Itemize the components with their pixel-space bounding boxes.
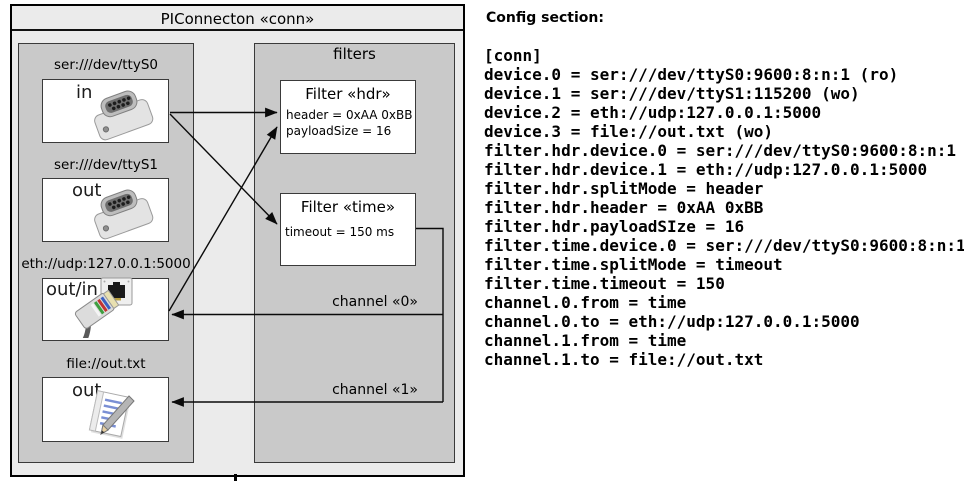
config-line: filter.time.splitMode = timeout: [484, 255, 783, 274]
config-line: filter.hdr.payloadSIze = 16: [484, 217, 745, 236]
filters-group-label: filters: [333, 45, 376, 63]
filter-hdr-attr-header: header = 0xAA 0xBB: [286, 108, 413, 122]
diagram-title: PIConnecton «conn»: [160, 10, 315, 28]
config-line: device.1 = ser:///dev/ttyS1:115200 (wo): [484, 84, 860, 103]
device-url-ttyS0: ser:///dev/ttyS0: [54, 57, 158, 73]
config-line: channel.0.from = time: [484, 293, 687, 312]
device-url-ttyS1: ser:///dev/ttyS1: [54, 157, 158, 173]
config-section-heading: Config section:: [486, 10, 604, 26]
config-line: filter.hdr.splitMode = header: [484, 179, 764, 198]
config-line: device.3 = file://out.txt (wo): [484, 122, 773, 141]
config-line: channel.1.from = time: [484, 331, 687, 350]
filter-hdr-title: Filter «hdr»: [305, 85, 391, 103]
notepad-pencil-icon: [88, 390, 135, 439]
serial-connector-icon: [94, 189, 154, 240]
device-url-eth: eth://udp:127.0.0.1:5000: [21, 256, 191, 272]
config-line: device.0 = ser:///dev/ttyS0:9600:8:n:1 (…: [484, 65, 899, 84]
config-line: filter.hdr.header = 0xAA 0xBB: [484, 198, 764, 217]
filter-time-title: Filter «time»: [300, 198, 396, 216]
device-direction: in: [76, 82, 93, 103]
config-line: filter.hdr.device.0 = ser:///dev/ttyS0:9…: [484, 141, 957, 160]
device-direction: out: [72, 380, 102, 401]
config-line: device.2 = eth://udp:127.0.0.1:5000: [484, 103, 822, 122]
channel-0-label: channel «0»: [332, 294, 418, 310]
filter-box-time: [280, 193, 416, 266]
config-section-body: [conn] device.0 = ser:///dev/ttyS0:9600:…: [484, 46, 964, 369]
device-direction: out/in: [46, 279, 98, 300]
serial-connector-icon: [94, 90, 154, 141]
device-url-file: file://out.txt: [66, 356, 146, 372]
title-separator: [12, 29, 463, 31]
config-line: filter.time.timeout = 150: [484, 274, 725, 293]
filter-box-hdr: [280, 80, 416, 154]
config-line: channel.0.to = eth://udp:127.0.0.1:5000: [484, 312, 860, 331]
ethernet-plug-icon: [71, 290, 120, 338]
config-line: filter.hdr.device.1 = eth://udp:127.0.0.…: [484, 160, 928, 179]
config-line: filter.time.device.0 = ser:///dev/ttyS0:…: [484, 236, 964, 255]
frame-bottom-notch: [234, 474, 237, 481]
channel-1-label: channel «1»: [332, 382, 418, 398]
device-direction: out: [72, 180, 102, 201]
config-line: [conn]: [484, 46, 542, 65]
config-line: channel.1.to = file://out.txt: [484, 350, 764, 369]
filter-hdr-attr-payload: payloadSize = 16: [286, 124, 392, 138]
filter-time-attr-timeout: timeout = 150 ms: [285, 225, 395, 239]
